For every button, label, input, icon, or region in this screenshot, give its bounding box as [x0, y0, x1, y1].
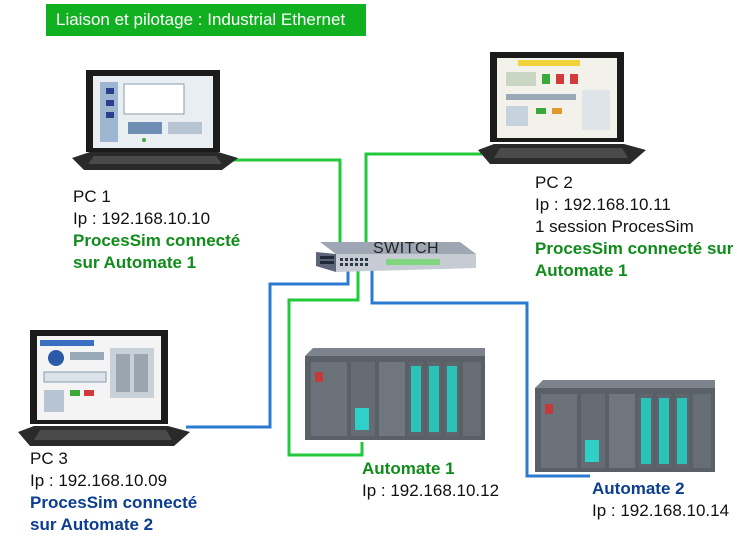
automate2-ip: Ip : 192.168.10.14 — [592, 501, 730, 520]
pc1-status-line1: ProcesSim connecté — [73, 231, 241, 250]
automate2-name: Automate 2 — [592, 479, 685, 498]
automate2-plc[interactable] — [535, 380, 715, 480]
pc2-laptop[interactable] — [478, 50, 648, 170]
link-pc3-switch — [186, 268, 350, 429]
link-automate1-switch — [287, 270, 364, 457]
network-switch[interactable] — [310, 238, 478, 278]
pc1-label: PC 1 Ip : 192.168.10.10 ProcesSim connec… — [73, 186, 240, 274]
diagram-title: Liaison et pilotage : Industrial Etherne… — [56, 10, 346, 29]
pc3-laptop[interactable] — [18, 328, 190, 450]
pc3-status-line1: ProcesSim connecté — [30, 493, 198, 512]
title-banner: Liaison et pilotage : Industrial Etherne… — [46, 4, 366, 36]
pc2-session: 1 session ProcesSim — [535, 217, 694, 236]
automate1-plc[interactable] — [305, 348, 485, 448]
pc1-ip: Ip : 192.168.10.10 — [73, 209, 211, 228]
pc2-status-line1: ProcesSim connecté sur — [535, 239, 734, 258]
link-automate2-switch — [370, 270, 590, 478]
pc2-status-line2: Automate 1 — [535, 261, 628, 280]
pc3-ip: Ip : 192.168.10.09 — [30, 471, 168, 490]
pc1-status-line2: sur Automate 1 — [73, 253, 197, 272]
pc3-label: PC 3 Ip : 192.168.10.09 ProcesSim connec… — [30, 448, 197, 536]
automate2-label: Automate 2 Ip : 192.168.10.14 — [592, 478, 729, 522]
pc2-name: PC 2 — [535, 173, 573, 192]
automate1-label: Automate 1 Ip : 192.168.10.12 — [362, 458, 499, 502]
switch-label: SWITCH — [373, 240, 440, 257]
automate1-ip: Ip : 192.168.10.12 — [362, 481, 500, 500]
pc2-label: PC 2 Ip : 192.168.10.11 1 session Proces… — [535, 172, 733, 282]
link-pc1-switch — [232, 158, 342, 255]
link-pc2-switch — [364, 152, 482, 255]
pc1-name: PC 1 — [73, 187, 111, 206]
pc3-status-line2: sur Automate 2 — [30, 515, 154, 534]
pc2-ip: Ip : 192.168.10.11 — [535, 195, 671, 214]
automate1-name: Automate 1 — [362, 459, 455, 478]
pc3-name: PC 3 — [30, 449, 68, 468]
pc1-laptop[interactable] — [72, 66, 238, 178]
